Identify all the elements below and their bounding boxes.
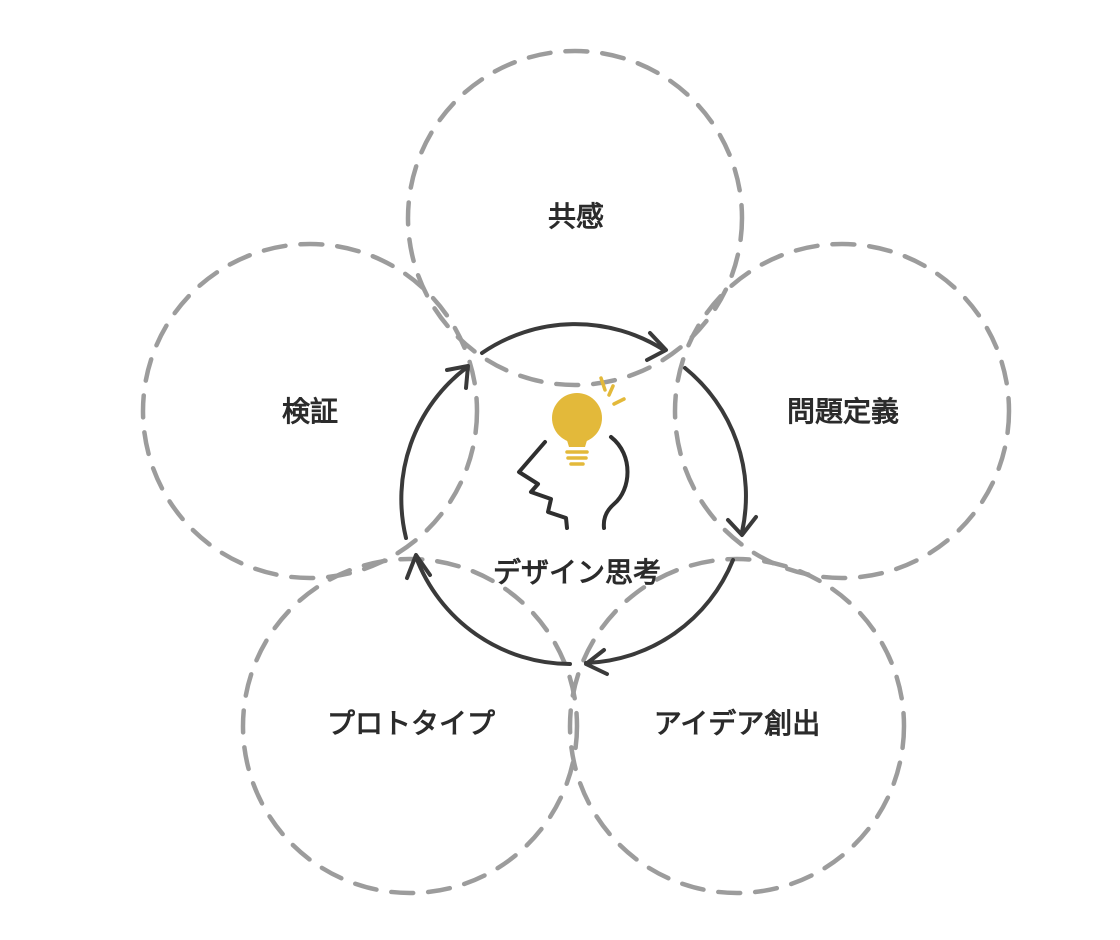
stage-circle-empathize — [405, 48, 745, 388]
cycle-arrows — [399, 322, 758, 676]
bulb-ray-2 — [607, 384, 615, 397]
stage-circles — [140, 48, 1012, 896]
stage-circle-ideate — [567, 556, 907, 896]
center-label: デザイン思考 — [493, 556, 661, 589]
cycle-arrowhead-3 — [584, 648, 609, 676]
cycle-arrowhead-1 — [645, 331, 668, 362]
stage-label-prototype: プロトタイプ — [327, 707, 496, 740]
cycle-arrowhead-4 — [405, 553, 432, 580]
stage-label-define: 問題定義 — [787, 395, 899, 428]
head-back-outline — [601, 435, 630, 530]
cycle-arrowhead-2 — [726, 515, 758, 537]
bulb-neck — [566, 437, 588, 447]
stage-circle-test — [140, 241, 480, 581]
cycle-arrowhead-5 — [445, 364, 470, 390]
head-profile-outline — [517, 440, 569, 530]
stage-circle-define — [672, 241, 1012, 581]
stage-labels: 共感 問題定義 アイデア創出 プロトタイプ 検証 — [282, 200, 899, 740]
stage-label-test: 検証 — [282, 395, 338, 428]
bulb-ray-3 — [612, 397, 626, 406]
cycle-arc-empathize-to-define — [480, 322, 666, 355]
bulb-ray-1 — [599, 376, 607, 392]
stage-circle-prototype — [240, 556, 580, 896]
cycle-arc-prototype-to-test — [414, 555, 572, 666]
cycle-arc-define-to-ideate — [683, 366, 748, 534]
lightbulb-icon — [552, 376, 626, 466]
stage-label-ideate: アイデア創出 — [654, 707, 821, 740]
lightbulb-head-icon — [517, 376, 630, 530]
bulb-glass — [552, 393, 602, 443]
stage-label-empathize: 共感 — [548, 200, 604, 233]
cycle-arc-test-to-empathize — [399, 366, 468, 540]
cycle-arc-ideate-to-prototype — [584, 558, 735, 665]
